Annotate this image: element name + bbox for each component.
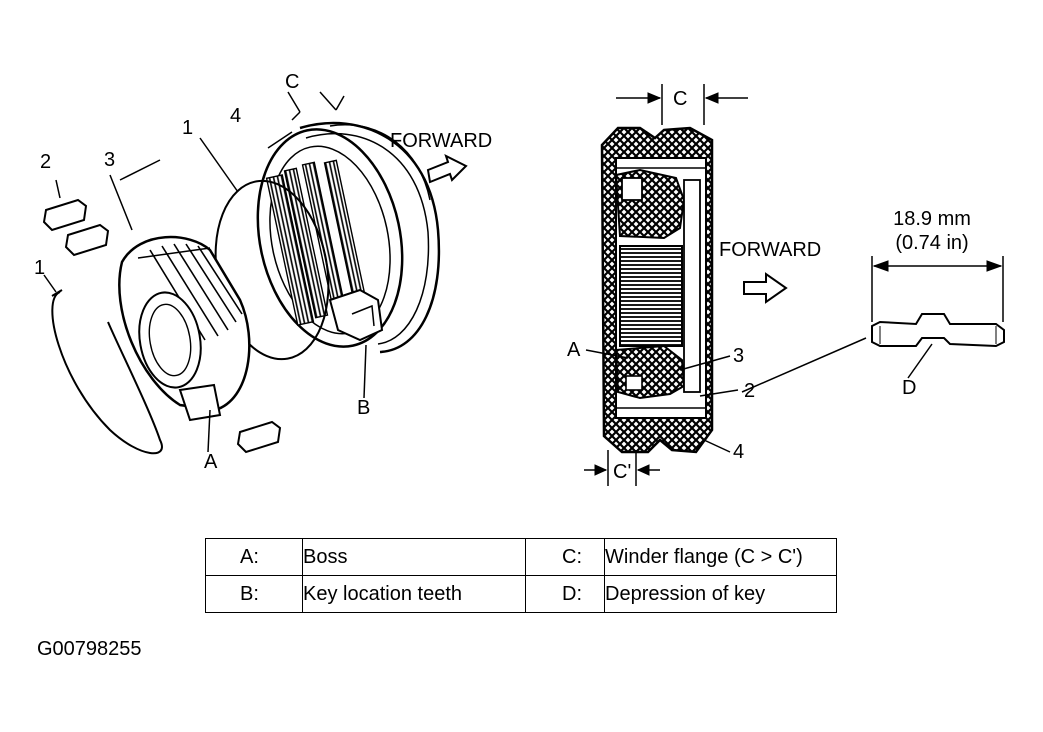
legend-table: A: Boss C: Winder flange (C > C') B: Key… [205,538,837,613]
label-part-1-top: 1 [182,117,194,139]
key-dimension-mm: 18.9 mm [893,208,971,230]
legend-row: A: Boss C: Winder flange (C > C') [205,538,837,576]
spring-ring-left [43,274,163,455]
forward-label-exploded: FORWARD [390,130,493,152]
label-part-2-section: 2 [744,380,756,402]
hub-teeth [619,245,683,347]
forward-arrow-icon [743,272,788,304]
label-part-4-section: 4 [733,441,745,463]
label-c-exploded: C [285,71,300,93]
legend-value: Key location teeth [302,575,526,613]
label-part-3-exploded: 3 [104,149,116,171]
label-part-2-exploded: 2 [40,151,52,173]
label-part-3-section: 3 [733,345,745,367]
label-part-1-left: 1 [34,257,46,279]
label-d-key: D [902,377,917,399]
forward-label-section: FORWARD [719,239,822,261]
figure-id: G00798255 [37,638,142,660]
exploded-view [42,91,468,455]
label-part-4-exploded: 4 [230,105,242,127]
key-dimension-in: (0.74 in) [895,232,969,254]
legend-key: C: [525,538,605,576]
legend-key: B: [205,575,303,613]
legend-value: Winder flange (C > C') [604,538,837,576]
sleeve-part-4 [256,91,441,399]
label-c-section: C [673,88,688,110]
label-b-exploded: B [357,397,371,419]
legend-key: A: [205,538,303,576]
key-shape [871,313,1005,348]
forward-arrow-icon [426,154,468,184]
key-detail [741,256,1005,393]
hub-part-3 [109,159,251,453]
legend-row: B: Key location teeth D: Depression of k… [205,575,837,613]
section-view [584,84,788,486]
label-c-prime-section: C' [613,461,632,483]
label-a-exploded: A [204,451,218,473]
shifting-keys [42,179,282,454]
legend-value: Depression of key [604,575,837,613]
legend-value: Boss [302,538,526,576]
label-a-section: A [567,339,581,361]
legend-key: D: [525,575,605,613]
